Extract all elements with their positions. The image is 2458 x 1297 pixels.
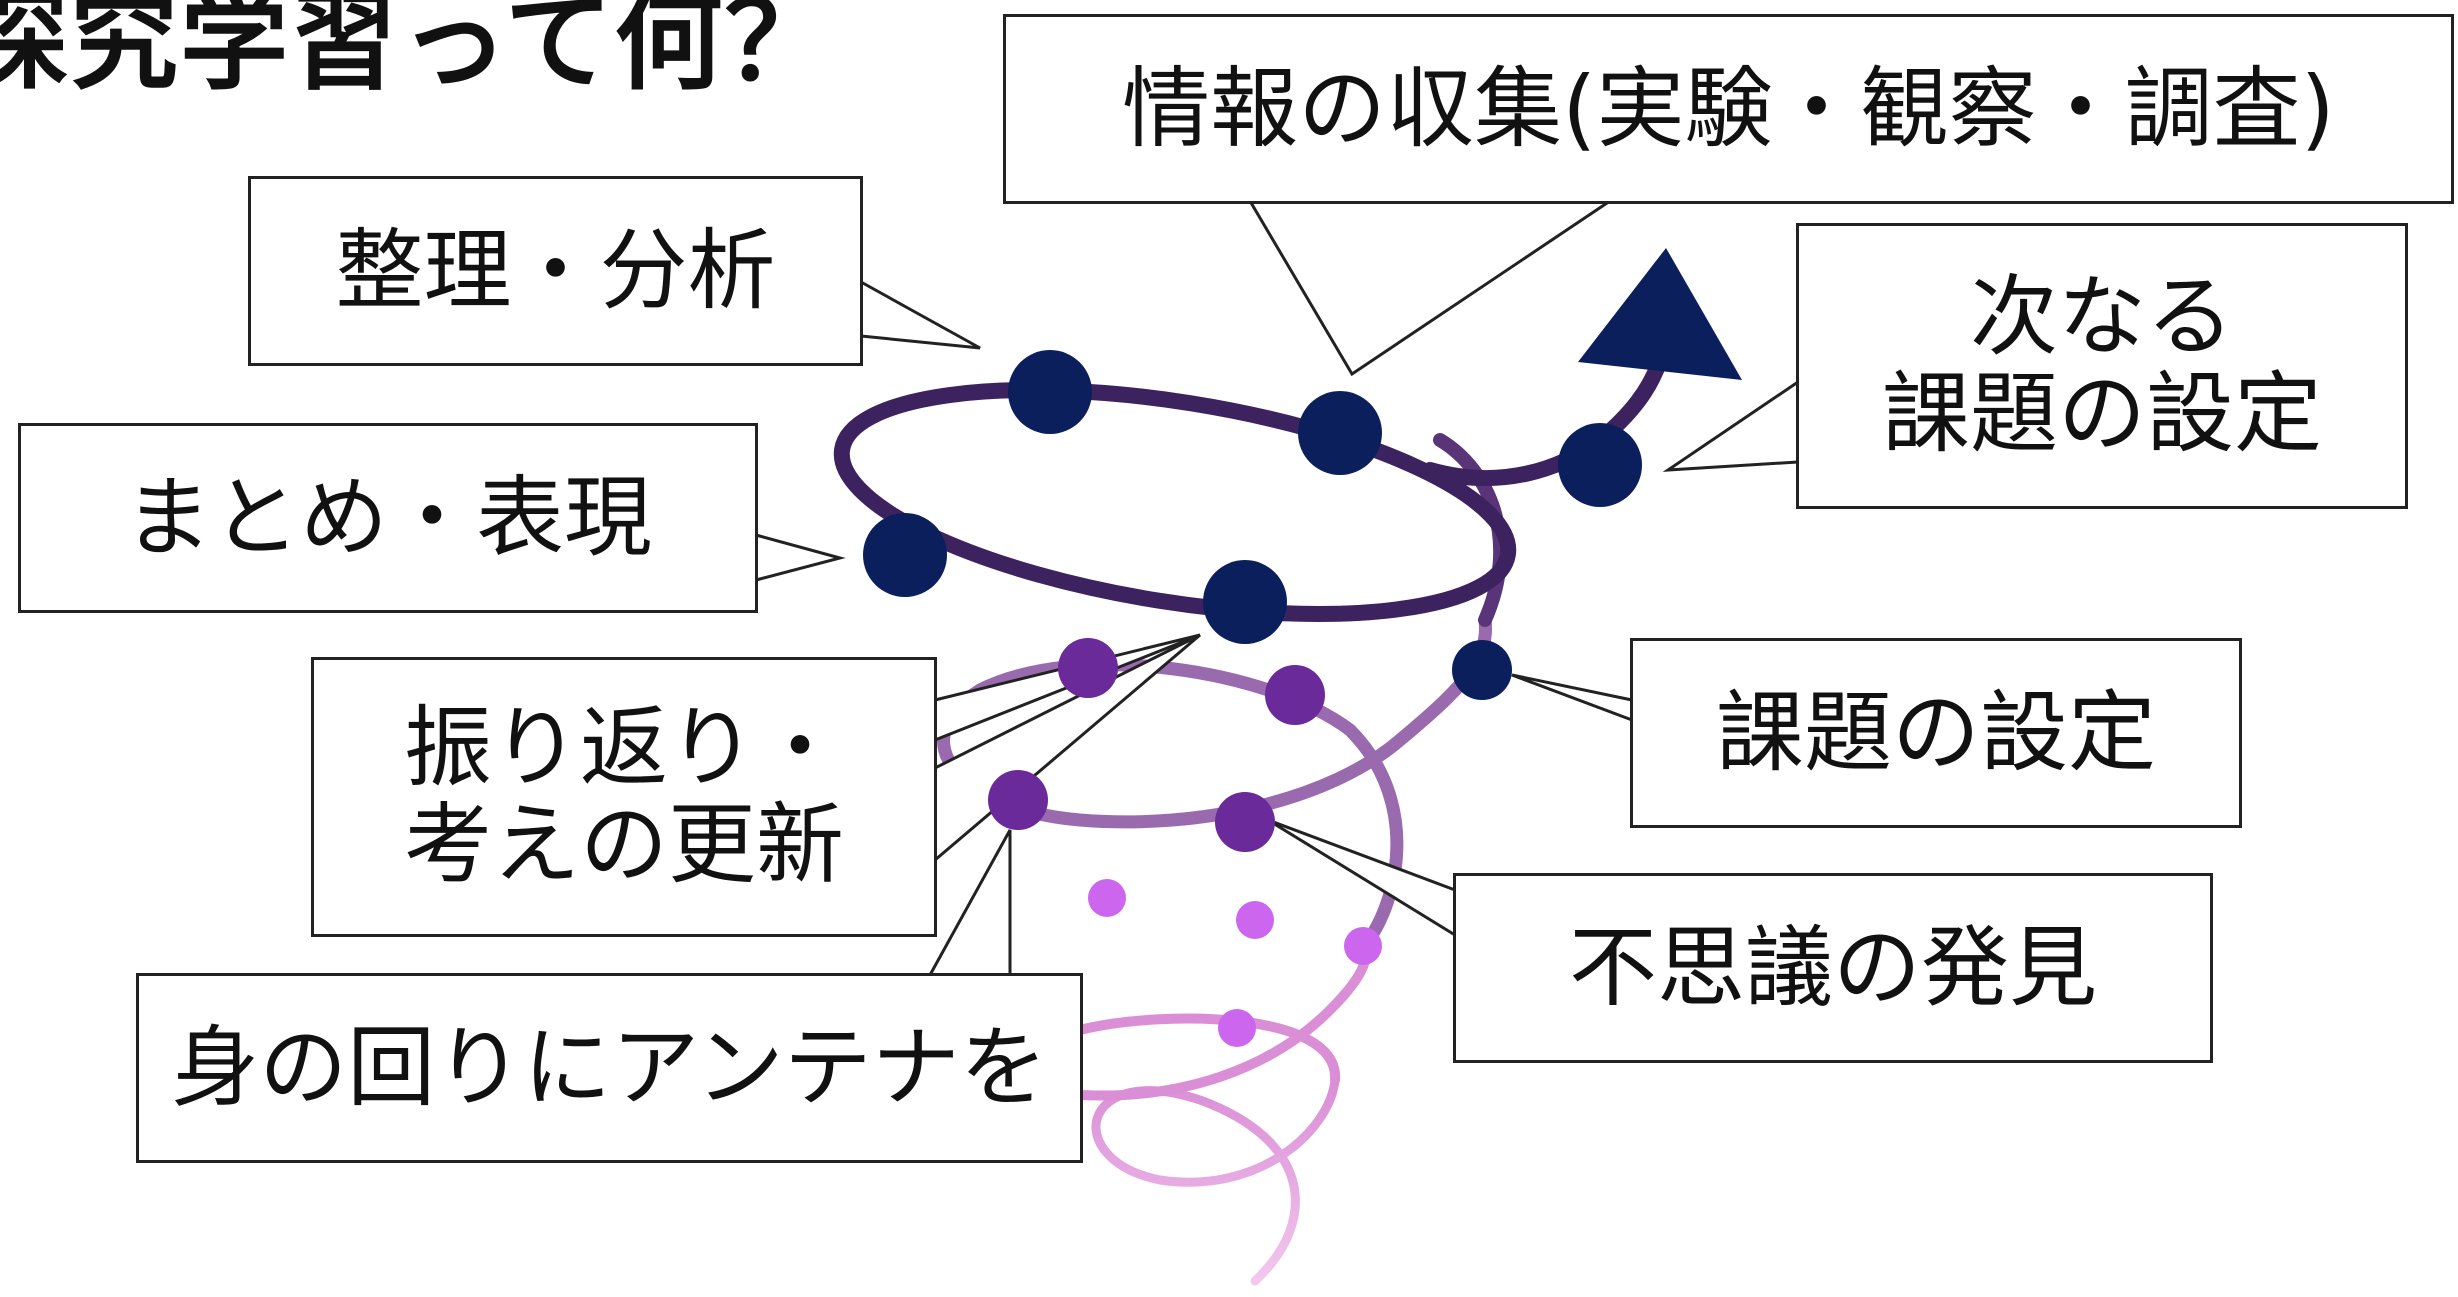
dot-info: [1298, 391, 1382, 475]
dot-organize: [1008, 350, 1092, 434]
pointer-info: [1248, 199, 1611, 377]
label-summary-text: まとめ・表現: [123, 465, 652, 569]
dot-problem: [1452, 640, 1512, 700]
spiral-ring-mid: [937, 613, 1493, 952]
label-info-collection: 情報の収集(実験・観察・調査): [1003, 14, 2454, 204]
dot-low-2: [1236, 901, 1274, 939]
label-reflect-line1: 振り返り・: [403, 696, 844, 800]
spiral-ring-top: [833, 382, 1517, 622]
label-organize-text: 整理・分析: [335, 218, 776, 322]
pointer-antenna: [928, 829, 1012, 976]
label-antenna-text: 身の回りにアンテナを: [171, 1015, 1048, 1119]
label-next-line1: 次なる: [1969, 265, 2234, 369]
label-wonder-discovery: 不思議の発見: [1453, 873, 2213, 1063]
pointer-next: [1662, 380, 1799, 472]
arrow-head: [1578, 248, 1742, 380]
label-reflection: 振り返り・ 考えの更新: [311, 657, 937, 937]
label-problem-setting: 課題の設定: [1630, 638, 2242, 828]
dot-summary: [863, 513, 947, 597]
pointer-wonder: [1267, 818, 1456, 937]
label-wonder-text: 不思議の発見: [1568, 915, 2097, 1019]
dot-reflect: [1203, 560, 1287, 644]
dot-mid-3: [988, 770, 1048, 830]
label-antenna: 身の回りにアンテナを: [136, 973, 1083, 1163]
dot-wonder: [1215, 792, 1275, 852]
label-summary-expression: まとめ・表現: [18, 423, 758, 613]
label-next-line2: 課題の設定: [1881, 362, 2322, 465]
dot-low-1: [1088, 879, 1126, 917]
pointer-problem: [1511, 673, 1633, 722]
spiral-tail: [1091, 1075, 1340, 1286]
page-title: 探究学習って何？: [0, 0, 835, 105]
dot-mid-2: [1265, 665, 1325, 725]
pointer-summary: [755, 533, 846, 582]
dot-low-3: [1344, 927, 1382, 965]
label-next-problem: 次なる 課題の設定: [1796, 223, 2408, 509]
label-info-text: 情報の収集(実験・観察・調査): [1122, 56, 2335, 160]
dot-next: [1558, 423, 1642, 507]
label-reflect-line2: 考えの更新: [403, 793, 844, 896]
label-organize-analyze: 整理・分析: [248, 176, 863, 366]
dot-low-4: [1218, 1009, 1256, 1047]
pointer-organize: [860, 280, 981, 350]
dot-mid-1: [1058, 638, 1118, 698]
label-problem-text: 課題の設定: [1715, 680, 2156, 784]
